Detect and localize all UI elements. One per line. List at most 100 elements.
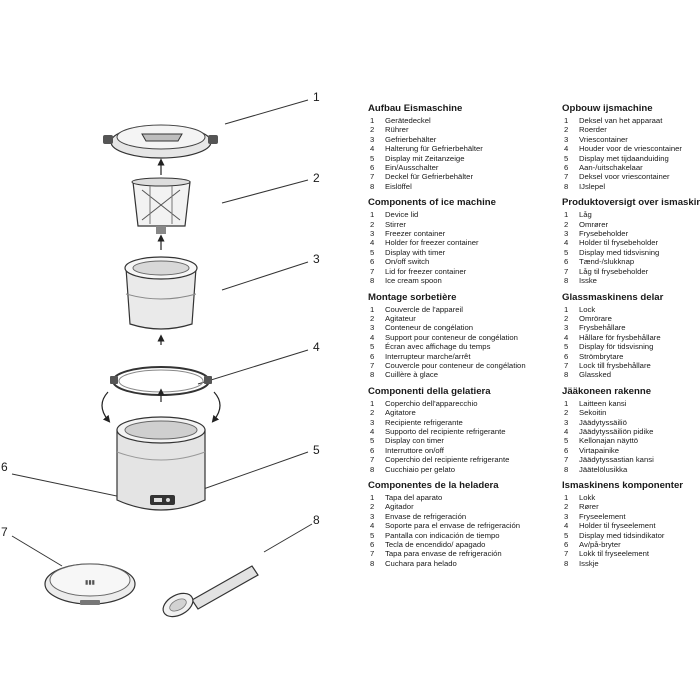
item-number: 2	[370, 408, 375, 418]
item-number: 4	[564, 238, 569, 248]
item-label: Support pour conteneur de congélation	[385, 332, 518, 342]
item-label: Display för tidsvisning	[579, 342, 654, 352]
item-number: 7	[564, 172, 569, 182]
item-label: Glassked	[579, 370, 612, 380]
section-title: Opbouw ijsmachine	[562, 103, 653, 114]
item-label: Omrörare	[579, 313, 612, 323]
item-number: 5	[564, 530, 569, 540]
item-number: 5	[564, 247, 569, 257]
item-label: Soporte para el envase de refrigeración	[385, 521, 521, 531]
item-number: 2	[564, 313, 569, 323]
item-label: Av/på-bryter	[579, 540, 621, 550]
item-number: 5	[370, 247, 375, 257]
item-number: 6	[370, 540, 375, 550]
item-number: 3	[564, 417, 569, 427]
item-number: 3	[370, 229, 375, 239]
item-label: On/off switch	[385, 257, 430, 267]
item-number: 3	[564, 511, 569, 521]
item-number: 1	[370, 116, 375, 125]
item-label: Frysebeholder	[579, 229, 629, 239]
item-label: Eislöffel	[385, 181, 412, 191]
item-label: Conteneur de congélation	[385, 323, 474, 333]
item-number: 4	[564, 521, 569, 531]
item-label: Lokk	[579, 493, 596, 502]
item-label: Interruttore on/off	[385, 445, 444, 455]
item-label: Laitteen kansi	[579, 398, 627, 408]
item-number: 8	[370, 276, 375, 286]
item-label: Hållare för frysbehållare	[579, 332, 661, 342]
item-label: Ice cream spoon	[385, 276, 442, 286]
item-label: Envase de refrigeración	[385, 511, 467, 521]
item-label: Couvercle de l'appareil	[385, 304, 463, 314]
item-label: Omrører	[579, 219, 609, 229]
item-number: 4	[564, 332, 569, 342]
device-lid-part	[103, 124, 218, 159]
item-number: 8	[564, 181, 569, 191]
item-label: Cucchiaio per gelato	[385, 464, 456, 474]
item-number: 1	[564, 210, 569, 220]
list-item: 7 Deksel voor vriescontainer	[562, 172, 700, 181]
item-number: 5	[370, 530, 375, 540]
section-title: Montage sorbetière	[368, 291, 457, 303]
item-number: 2	[370, 125, 375, 135]
item-label: IJslepel	[579, 181, 606, 191]
item-number: 3	[564, 229, 569, 239]
item-label: Jäädytyssastian kansi	[579, 455, 654, 465]
item-number: 1	[564, 116, 569, 125]
item-number: 2	[564, 408, 569, 418]
item-number: 7	[564, 266, 569, 276]
item-number: 4	[564, 426, 569, 436]
item-number: 8	[564, 558, 569, 568]
item-number: 5	[370, 342, 375, 352]
item-label: Device lid	[385, 210, 419, 220]
item-number: 2	[370, 502, 375, 512]
item-label: Lock till frysbehållare	[579, 360, 651, 370]
callout-5: 5	[313, 443, 320, 457]
item-number: 6	[370, 445, 375, 455]
list-item: 8 IJslepel	[562, 182, 700, 191]
item-label: Lokk til fryseelement	[579, 549, 650, 559]
item-label: Ein/Ausschalter	[385, 163, 439, 173]
item-number: 7	[564, 549, 569, 559]
item-label: Coperchio del recipiente refrigerante	[385, 455, 510, 465]
section-title: Aufbau Eismaschine	[368, 103, 463, 114]
item-label: Låg	[579, 210, 592, 220]
item-number: 6	[370, 351, 375, 361]
item-number: 8	[564, 464, 569, 474]
item-number: 5	[370, 436, 375, 446]
item-number: 5	[564, 342, 569, 352]
item-number: 2	[564, 502, 569, 512]
item-number: 4	[370, 426, 375, 436]
callout-7: 7	[1, 525, 8, 539]
item-label: Deksel voor vriescontainer	[579, 172, 670, 182]
ice-cream-spoon-part	[162, 565, 259, 618]
item-number: 8	[564, 370, 569, 380]
item-label: Sekoitin	[579, 408, 607, 418]
